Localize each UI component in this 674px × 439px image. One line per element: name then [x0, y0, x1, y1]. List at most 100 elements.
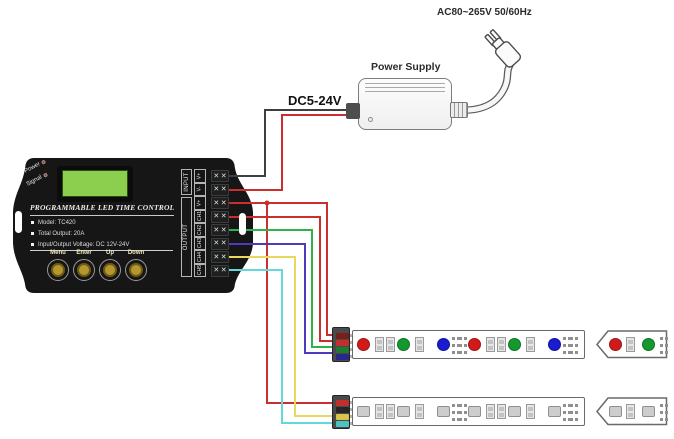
led-red — [609, 338, 622, 351]
controller-title: PROGRAMMABLE LED TIME CONTROLLER — [30, 203, 174, 216]
screw-terminal[interactable] — [211, 264, 229, 277]
led-green — [642, 338, 655, 351]
enter-button-disc — [77, 263, 91, 277]
up-button-label: Up — [106, 250, 114, 256]
mono-led-strip — [330, 393, 674, 433]
terminal-label-vplus-in: V+ — [194, 169, 206, 183]
terminal-label-ch3: CH3 — [194, 236, 206, 250]
lcd-display — [62, 170, 128, 197]
up-button-disc — [103, 263, 117, 277]
solder-pads — [660, 337, 663, 340]
led-chip — [609, 406, 622, 417]
screw-terminal[interactable] — [211, 210, 229, 223]
solder-pads — [570, 337, 573, 340]
terminal-label-ch2: CH2 — [194, 223, 206, 237]
panel-divider — [30, 250, 173, 251]
menu-button-group: Menu — [43, 249, 73, 281]
spec-row: Input/Output Voltage: DC 12V-24V — [31, 239, 129, 250]
resistor — [526, 404, 535, 419]
connector-band — [335, 400, 349, 406]
down-button-label: Down — [127, 250, 145, 256]
rgb-led-strip — [330, 325, 674, 365]
power-supply-body — [358, 78, 452, 130]
menu-button[interactable] — [47, 259, 69, 281]
spec-model: Model: TC420 — [38, 219, 76, 226]
enter-button-label: Enter — [76, 250, 92, 256]
down-button-group: Down — [121, 249, 151, 281]
controller-specs: Model: TC420 Total Output: 20A Input/Out… — [31, 217, 129, 250]
solder-pads — [452, 337, 455, 340]
input-group-box: INPUT — [181, 169, 192, 195]
ac-rating-label: AC80~265V 50/60Hz — [437, 7, 532, 18]
led-red — [357, 338, 370, 351]
psu-dc-output-stub — [346, 103, 360, 119]
resistor — [497, 337, 506, 352]
connector-band — [335, 407, 349, 413]
solder-pads — [452, 404, 455, 407]
psu-ridges — [365, 83, 445, 94]
solder-pads — [563, 337, 566, 340]
connector-band — [335, 414, 349, 420]
input-group-label: INPUT — [183, 172, 190, 192]
led-chip — [508, 406, 521, 417]
terminal-label-vminus-in: V- — [194, 182, 206, 196]
mounting-slot-right — [239, 213, 246, 235]
resistor — [486, 404, 495, 419]
resistor — [386, 337, 395, 352]
output-group-label: OUTPUT — [183, 223, 190, 251]
led-blue — [548, 338, 561, 351]
bullet-icon — [31, 232, 34, 235]
solder-pads — [459, 404, 462, 407]
solder-pads — [459, 337, 462, 340]
terminal-label-ch1: CH1 — [194, 209, 206, 223]
screw-terminal[interactable] — [211, 170, 229, 182]
resistor — [386, 404, 395, 419]
down-button-disc — [129, 263, 143, 277]
wire-input-1 — [229, 109, 354, 177]
led-chip — [357, 406, 370, 417]
led-chip — [548, 406, 561, 417]
resistor — [626, 337, 635, 352]
connector-band — [335, 347, 349, 353]
mounting-slot-left — [15, 211, 22, 233]
enter-button[interactable] — [73, 259, 95, 281]
up-button-group: Up — [95, 249, 125, 281]
down-button[interactable] — [125, 259, 147, 281]
terminal-label-vplus-out: V+ — [194, 196, 206, 210]
spec-voltage: Input/Output Voltage: DC 12V-24V — [38, 241, 130, 248]
screw-terminal[interactable] — [211, 197, 229, 209]
led-green — [397, 338, 410, 351]
screw-terminal[interactable] — [211, 237, 229, 250]
ac-plug-icon — [484, 29, 522, 68]
screw-terminal[interactable] — [211, 183, 229, 196]
screw-terminal[interactable] — [211, 224, 229, 236]
connector-band — [335, 354, 349, 360]
spec-row: Model: TC420 — [31, 217, 129, 228]
up-button[interactable] — [99, 259, 121, 281]
wire-ch1 — [229, 216, 333, 342]
led-green — [508, 338, 521, 351]
wire-ch3 — [229, 243, 333, 354]
resistor — [626, 404, 635, 419]
led-red — [468, 338, 481, 351]
menu-button-disc — [51, 263, 65, 277]
lcd-display-frame — [57, 166, 133, 202]
led-chip — [437, 406, 450, 417]
spec-row: Total Output: 20A — [31, 228, 129, 239]
connector-band — [335, 340, 349, 346]
terminal-label-ch4: CH4 — [194, 250, 206, 264]
spec-output: Total Output: 20A — [38, 230, 85, 237]
solder-pads — [570, 404, 573, 407]
connector-band — [335, 333, 349, 339]
menu-button-label: Menu — [50, 250, 66, 256]
dc-voltage-label: DC5-24V — [288, 93, 342, 108]
wire-junction-dot — [264, 200, 270, 206]
solder-pads — [660, 404, 663, 407]
led-chip — [468, 406, 481, 417]
wire-ch2 — [229, 229, 333, 348]
solder-pads — [563, 404, 566, 407]
strip-connector — [332, 327, 350, 362]
screw-terminal[interactable] — [211, 251, 229, 263]
led-chip — [397, 406, 410, 417]
